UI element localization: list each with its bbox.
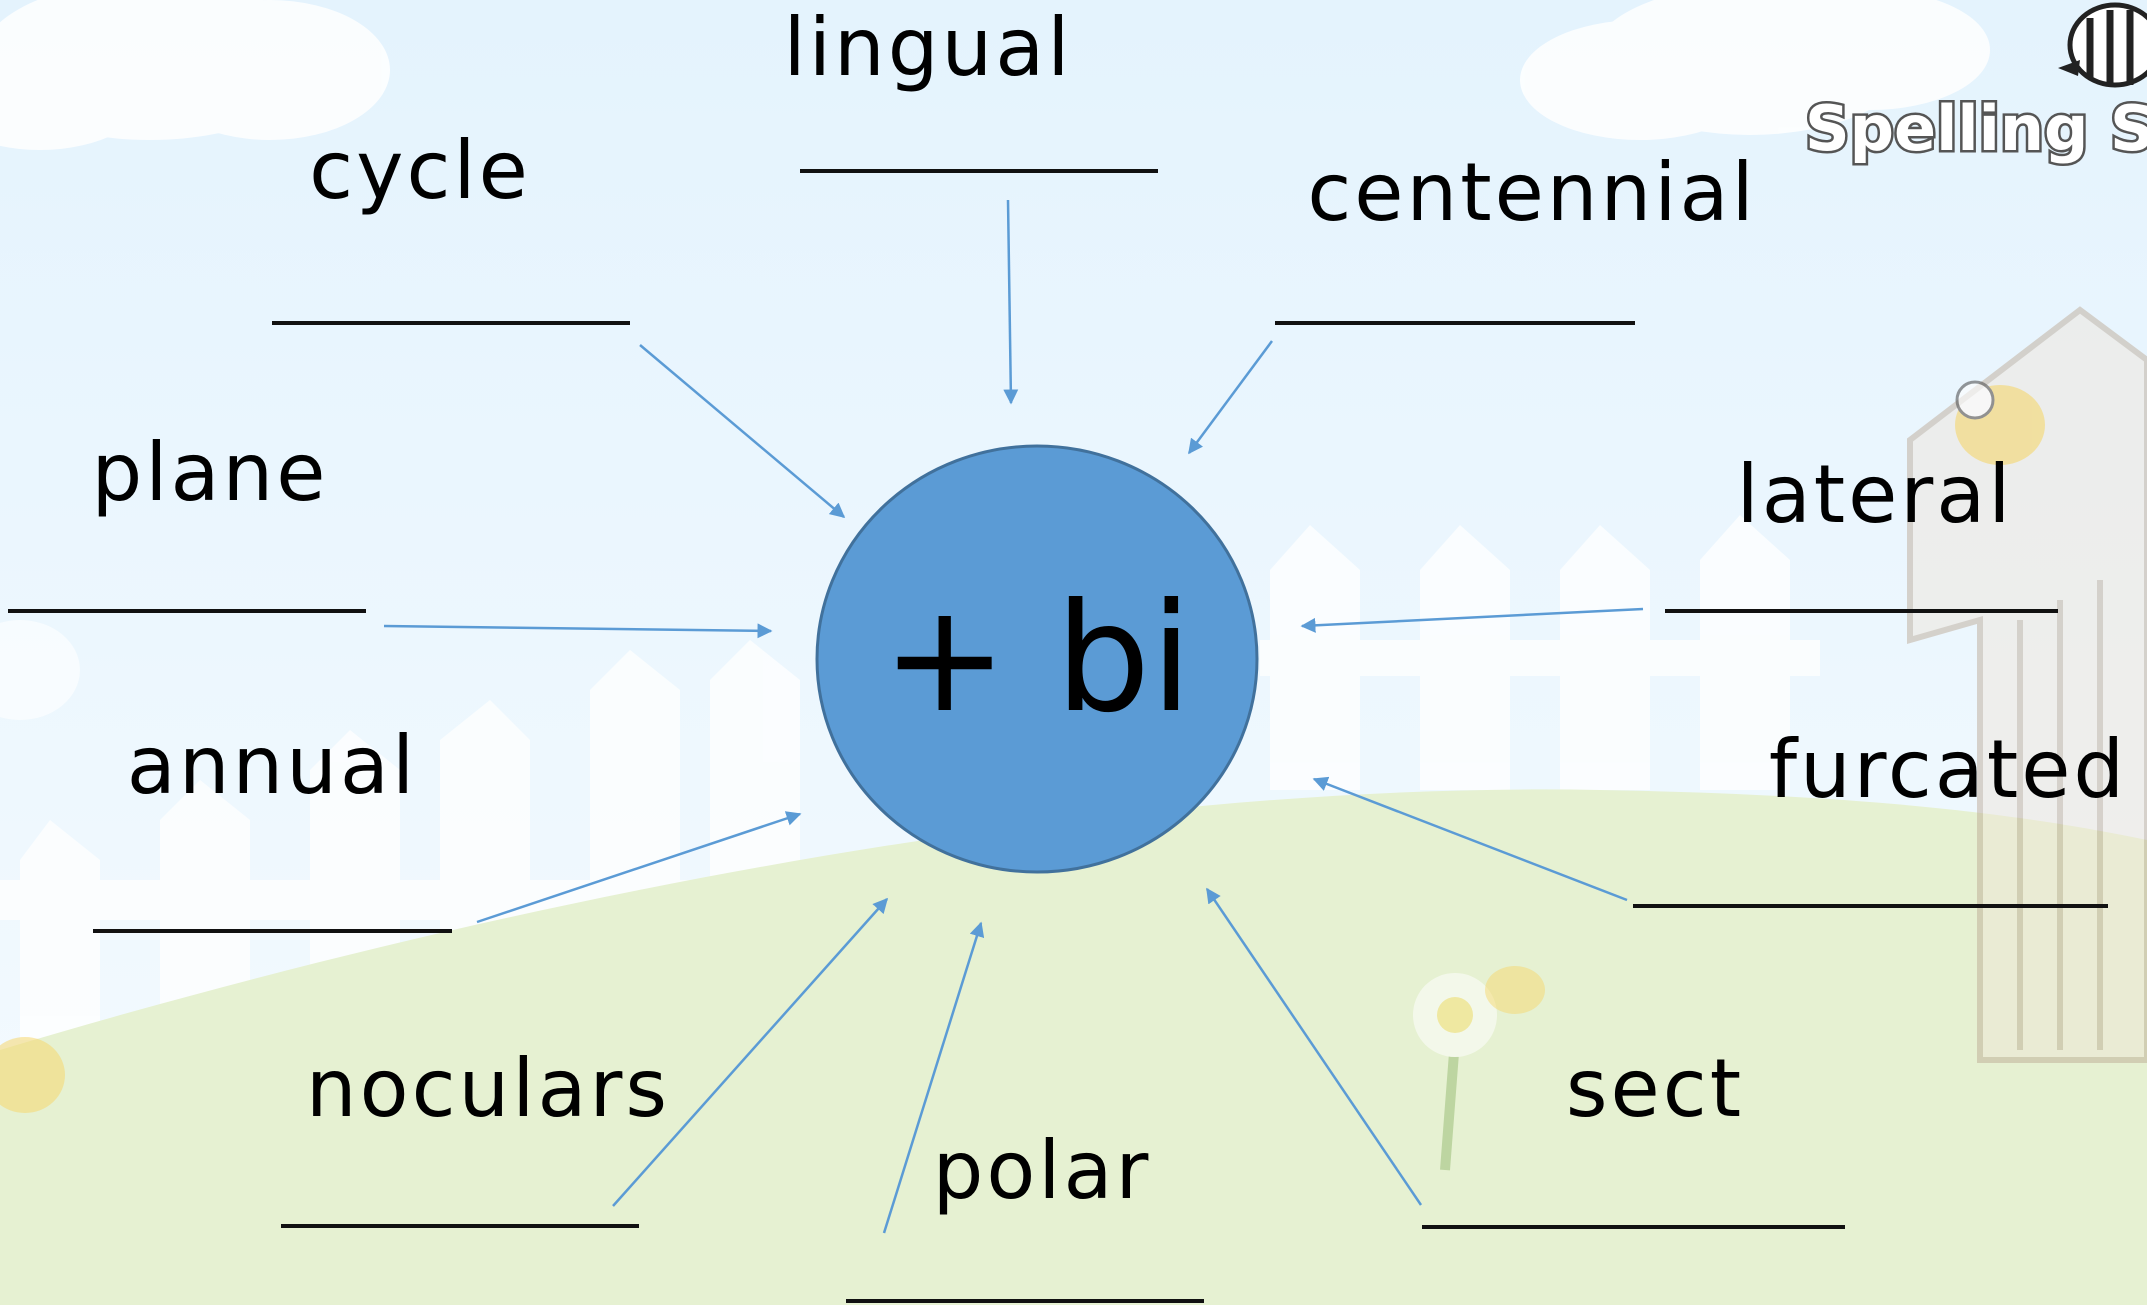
word-node-annual: annual bbox=[93, 719, 802, 933]
grass-hill bbox=[0, 789, 2147, 1305]
arrow bbox=[476, 811, 802, 924]
word-label: lateral bbox=[1737, 448, 2014, 541]
cloud-small bbox=[0, 620, 80, 720]
word-label: lingual bbox=[784, 1, 1073, 94]
word-node-furcated: furcated bbox=[1312, 723, 2127, 908]
arrow bbox=[882, 921, 985, 1234]
arrow bbox=[639, 344, 846, 518]
word-label: noculars bbox=[306, 1042, 670, 1135]
word-node-sect: sect bbox=[1205, 887, 1845, 1229]
center-node: + bi bbox=[815, 444, 1259, 874]
word-label: polar bbox=[933, 1124, 1152, 1217]
bee-logo-icon bbox=[2058, 2, 2147, 88]
arrow bbox=[1300, 607, 1644, 633]
word-node-lingual: lingual bbox=[784, 1, 1158, 405]
logo: Spelling Sh bbox=[1803, 2, 2147, 168]
bee-icon-small bbox=[1485, 966, 1545, 1014]
word-node-noculars: noculars bbox=[281, 897, 888, 1228]
flower-icon bbox=[1413, 973, 1497, 1171]
word-label: sect bbox=[1566, 1042, 1744, 1135]
word-node-polar: polar bbox=[846, 921, 1204, 1303]
arrow bbox=[1312, 776, 1628, 902]
word-label: annual bbox=[127, 719, 417, 812]
arrow bbox=[383, 623, 773, 639]
arrow bbox=[1003, 199, 1019, 405]
bee-icon-left bbox=[0, 1037, 65, 1113]
arrow bbox=[1205, 887, 1423, 1206]
logo-text: Spelling Sh bbox=[1805, 92, 2147, 165]
arrow bbox=[612, 897, 888, 1207]
word-label: centennial bbox=[1307, 146, 1756, 239]
shed bbox=[1907, 306, 2147, 1063]
word-node-cycle: cycle bbox=[272, 124, 846, 518]
word-label: cycle bbox=[309, 124, 531, 217]
word-label: plane bbox=[92, 426, 329, 519]
center-circle bbox=[815, 444, 1259, 874]
cloud-left bbox=[0, 0, 390, 150]
center-label: + bi bbox=[882, 572, 1192, 746]
word-label: furcated bbox=[1769, 723, 2127, 816]
word-node-lateral: lateral bbox=[1300, 448, 2058, 633]
cloud-right bbox=[1520, 0, 1990, 140]
bee-icon bbox=[1955, 380, 2045, 465]
word-node-centennial: centennial bbox=[1187, 146, 1756, 455]
fence bbox=[0, 515, 1820, 1040]
word-node-plane: plane bbox=[8, 426, 773, 639]
arrow bbox=[1187, 340, 1274, 455]
